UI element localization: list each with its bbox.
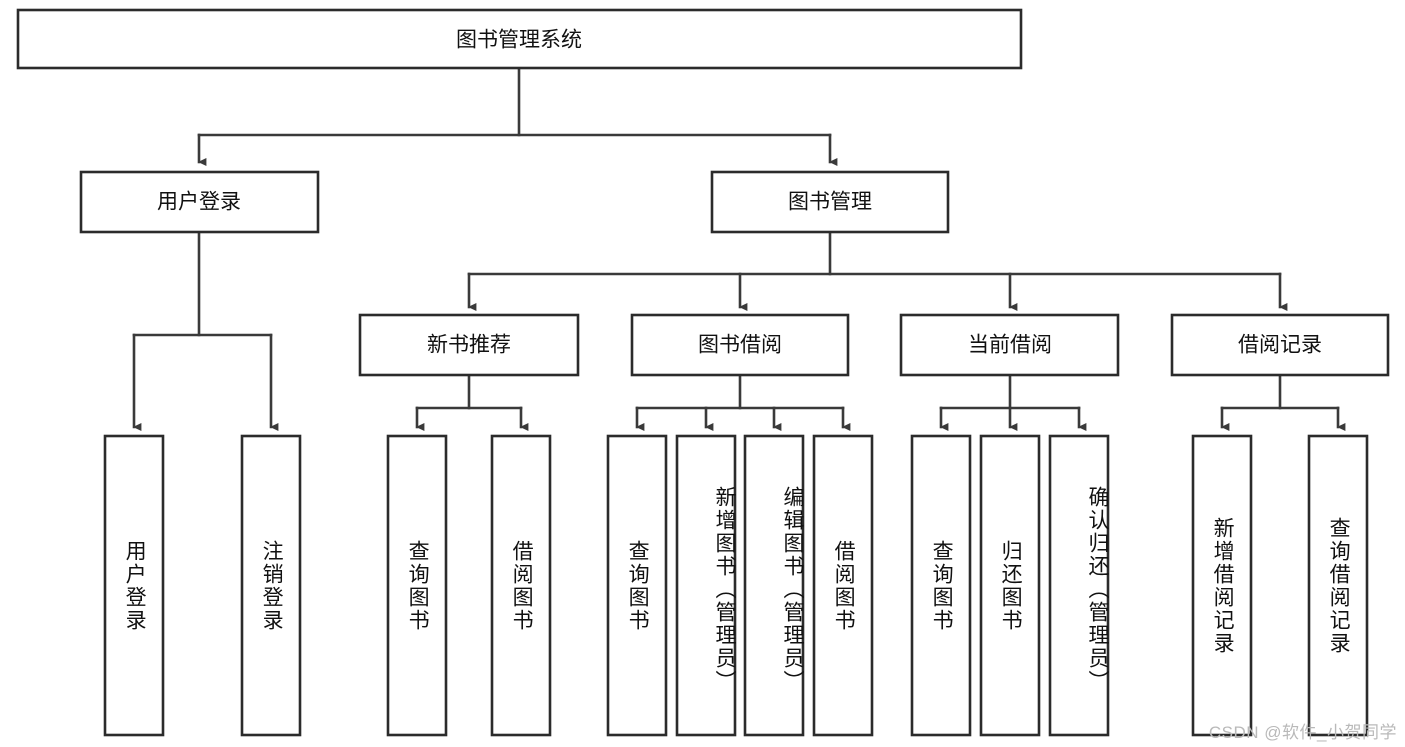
leaf-current-borrow-0[interactable]	[910, 434, 972, 737]
node-new-book-recommend-label: 新书推荐	[427, 334, 511, 357]
node-root[interactable]: 图书管理系统	[16, 8, 1023, 70]
connector-borrow-record-to-leaves	[1220, 373, 1346, 431]
leaf-book-borrow-1[interactable]	[675, 434, 737, 737]
node-root-label: 图书管理系统	[456, 29, 582, 52]
leaf-book-borrow-3[interactable]	[812, 434, 874, 737]
leaf-borrow-record-0[interactable]	[1191, 434, 1253, 737]
node-book-manage[interactable]: 图书管理	[710, 170, 950, 234]
leaf-book-borrow-0[interactable]	[606, 434, 668, 737]
node-current-borrow[interactable]: 当前借阅	[899, 313, 1120, 377]
connector-book-manage-to-level2	[467, 230, 1288, 311]
node-new-book-recommend[interactable]: 新书推荐	[358, 313, 580, 377]
leaf-current-borrow-2[interactable]	[1048, 434, 1110, 737]
connector-root-to-bus	[197, 66, 838, 166]
node-book-borrow-label: 图书借阅	[698, 334, 782, 357]
leaf-book-borrow-2[interactable]	[743, 434, 805, 737]
leaf-user-login-1[interactable]	[240, 434, 302, 737]
node-user-login-label: 用户登录	[157, 191, 241, 214]
node-borrow-record[interactable]: 借阅记录	[1170, 313, 1390, 377]
connector-new-book-to-leaves	[415, 373, 529, 431]
node-user-login[interactable]: 用户登录	[79, 170, 320, 234]
csdn-watermark: CSDN @软件_小贺同学	[1208, 723, 1397, 742]
connector-current-borrow-to-leaves	[939, 373, 1087, 431]
node-book-manage-label: 图书管理	[788, 191, 872, 214]
leaf-new-book-0[interactable]	[386, 434, 448, 737]
node-current-borrow-label: 当前借阅	[968, 334, 1052, 357]
node-borrow-record-label: 借阅记录	[1238, 334, 1322, 357]
connector-book-borrow-to-leaves	[635, 373, 851, 431]
node-book-borrow[interactable]: 图书借阅	[630, 313, 850, 377]
leaf-current-borrow-1[interactable]	[979, 434, 1041, 737]
leaf-borrow-record-1[interactable]	[1307, 434, 1369, 737]
leaf-new-book-1[interactable]	[490, 434, 552, 737]
leaf-user-login-0[interactable]	[103, 434, 165, 737]
connector-user-login-to-leaves	[132, 230, 279, 431]
